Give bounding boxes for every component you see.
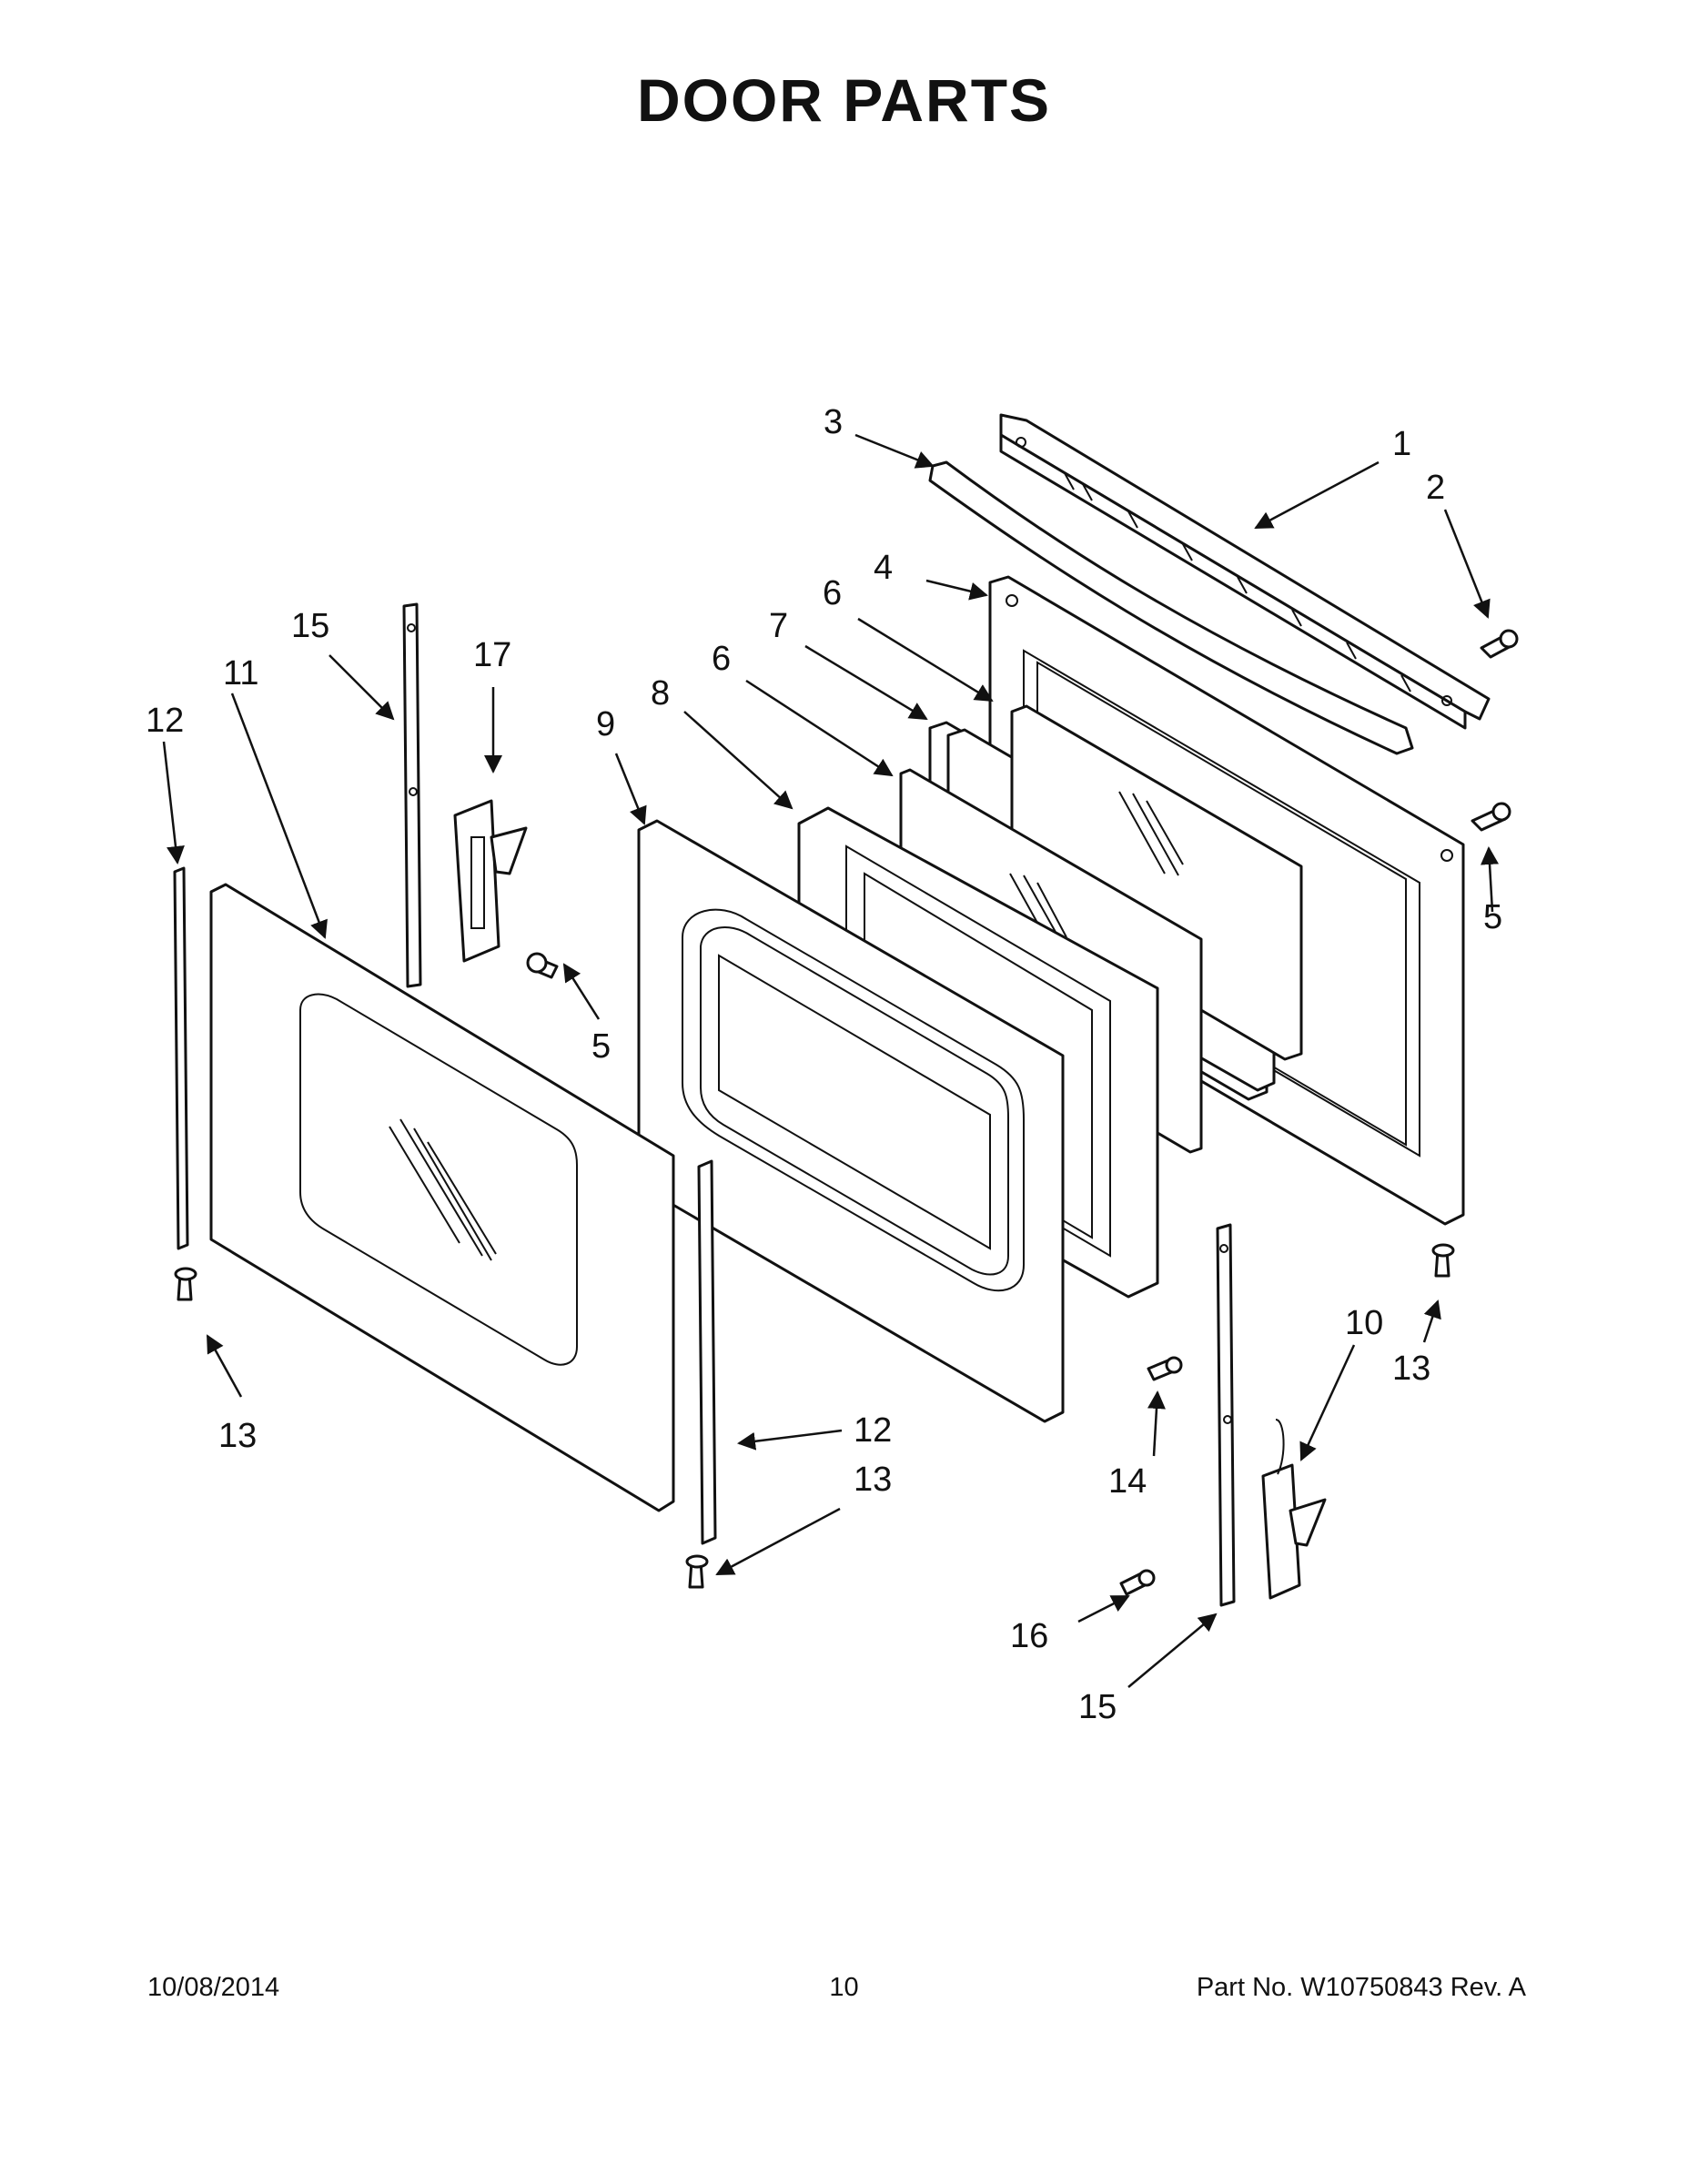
callout-15-bottom: 15 (1078, 1688, 1117, 1726)
part-curved-trim (928, 460, 1414, 755)
callout-3: 3 (824, 403, 843, 441)
footer-date: 10/08/2014 (147, 1973, 280, 2002)
callout-6-lower: 6 (712, 640, 731, 678)
callout-16: 16 (1010, 1617, 1048, 1655)
callout-6-top: 6 (823, 574, 842, 612)
callout-14: 14 (1108, 1462, 1147, 1501)
footer-page-number: 10 (829, 1973, 859, 2002)
callout-labels: 1 2 3 4 6 7 6 8 9 15 11 12 17 5 5 13 12 … (146, 403, 1502, 1726)
part-side-trim-left (173, 866, 189, 1250)
callout-13-right: 13 (1392, 1350, 1430, 1388)
part-hinge-receiver-right (1216, 1223, 1236, 1607)
callout-11: 11 (223, 654, 258, 693)
callout-9: 9 (596, 705, 615, 743)
callout-8: 8 (651, 674, 670, 713)
screw-2 (1480, 629, 1519, 659)
part-hinge-10 (1261, 1419, 1327, 1600)
callout-12-right: 12 (854, 1411, 892, 1450)
callout-5-right: 5 (1483, 898, 1502, 936)
part-hinge-17 (453, 799, 528, 963)
screw-5-left (526, 952, 559, 979)
callout-2: 2 (1426, 469, 1445, 507)
callout-1: 1 (1392, 425, 1411, 463)
leader-lines (162, 433, 1500, 1688)
callout-13-center: 13 (854, 1461, 892, 1499)
part-vent-trim (999, 413, 1491, 730)
callout-17: 17 (473, 636, 511, 674)
callout-12-left: 12 (146, 702, 184, 740)
screw-5-right (1471, 802, 1511, 832)
footer-part-number: Part No. W10750843 Rev. A (1196, 1973, 1526, 2002)
callout-10: 10 (1345, 1304, 1383, 1342)
callout-7: 7 (769, 607, 788, 645)
part-side-trim-right (697, 1159, 717, 1545)
callout-4: 4 (874, 549, 893, 587)
callout-15-top: 15 (291, 607, 329, 645)
screw-13-right (1431, 1243, 1455, 1278)
callout-13-left: 13 (218, 1417, 257, 1455)
part-outer-door-panel (209, 883, 675, 1512)
page-title: DOOR PARTS (636, 66, 1052, 134)
screw-13-left (174, 1267, 197, 1301)
screw-14 (1147, 1356, 1183, 1381)
callout-5-left: 5 (591, 1027, 611, 1066)
screw-13-center (685, 1554, 709, 1589)
part-hinge-receiver-left (402, 602, 422, 988)
screw-16 (1119, 1569, 1156, 1596)
